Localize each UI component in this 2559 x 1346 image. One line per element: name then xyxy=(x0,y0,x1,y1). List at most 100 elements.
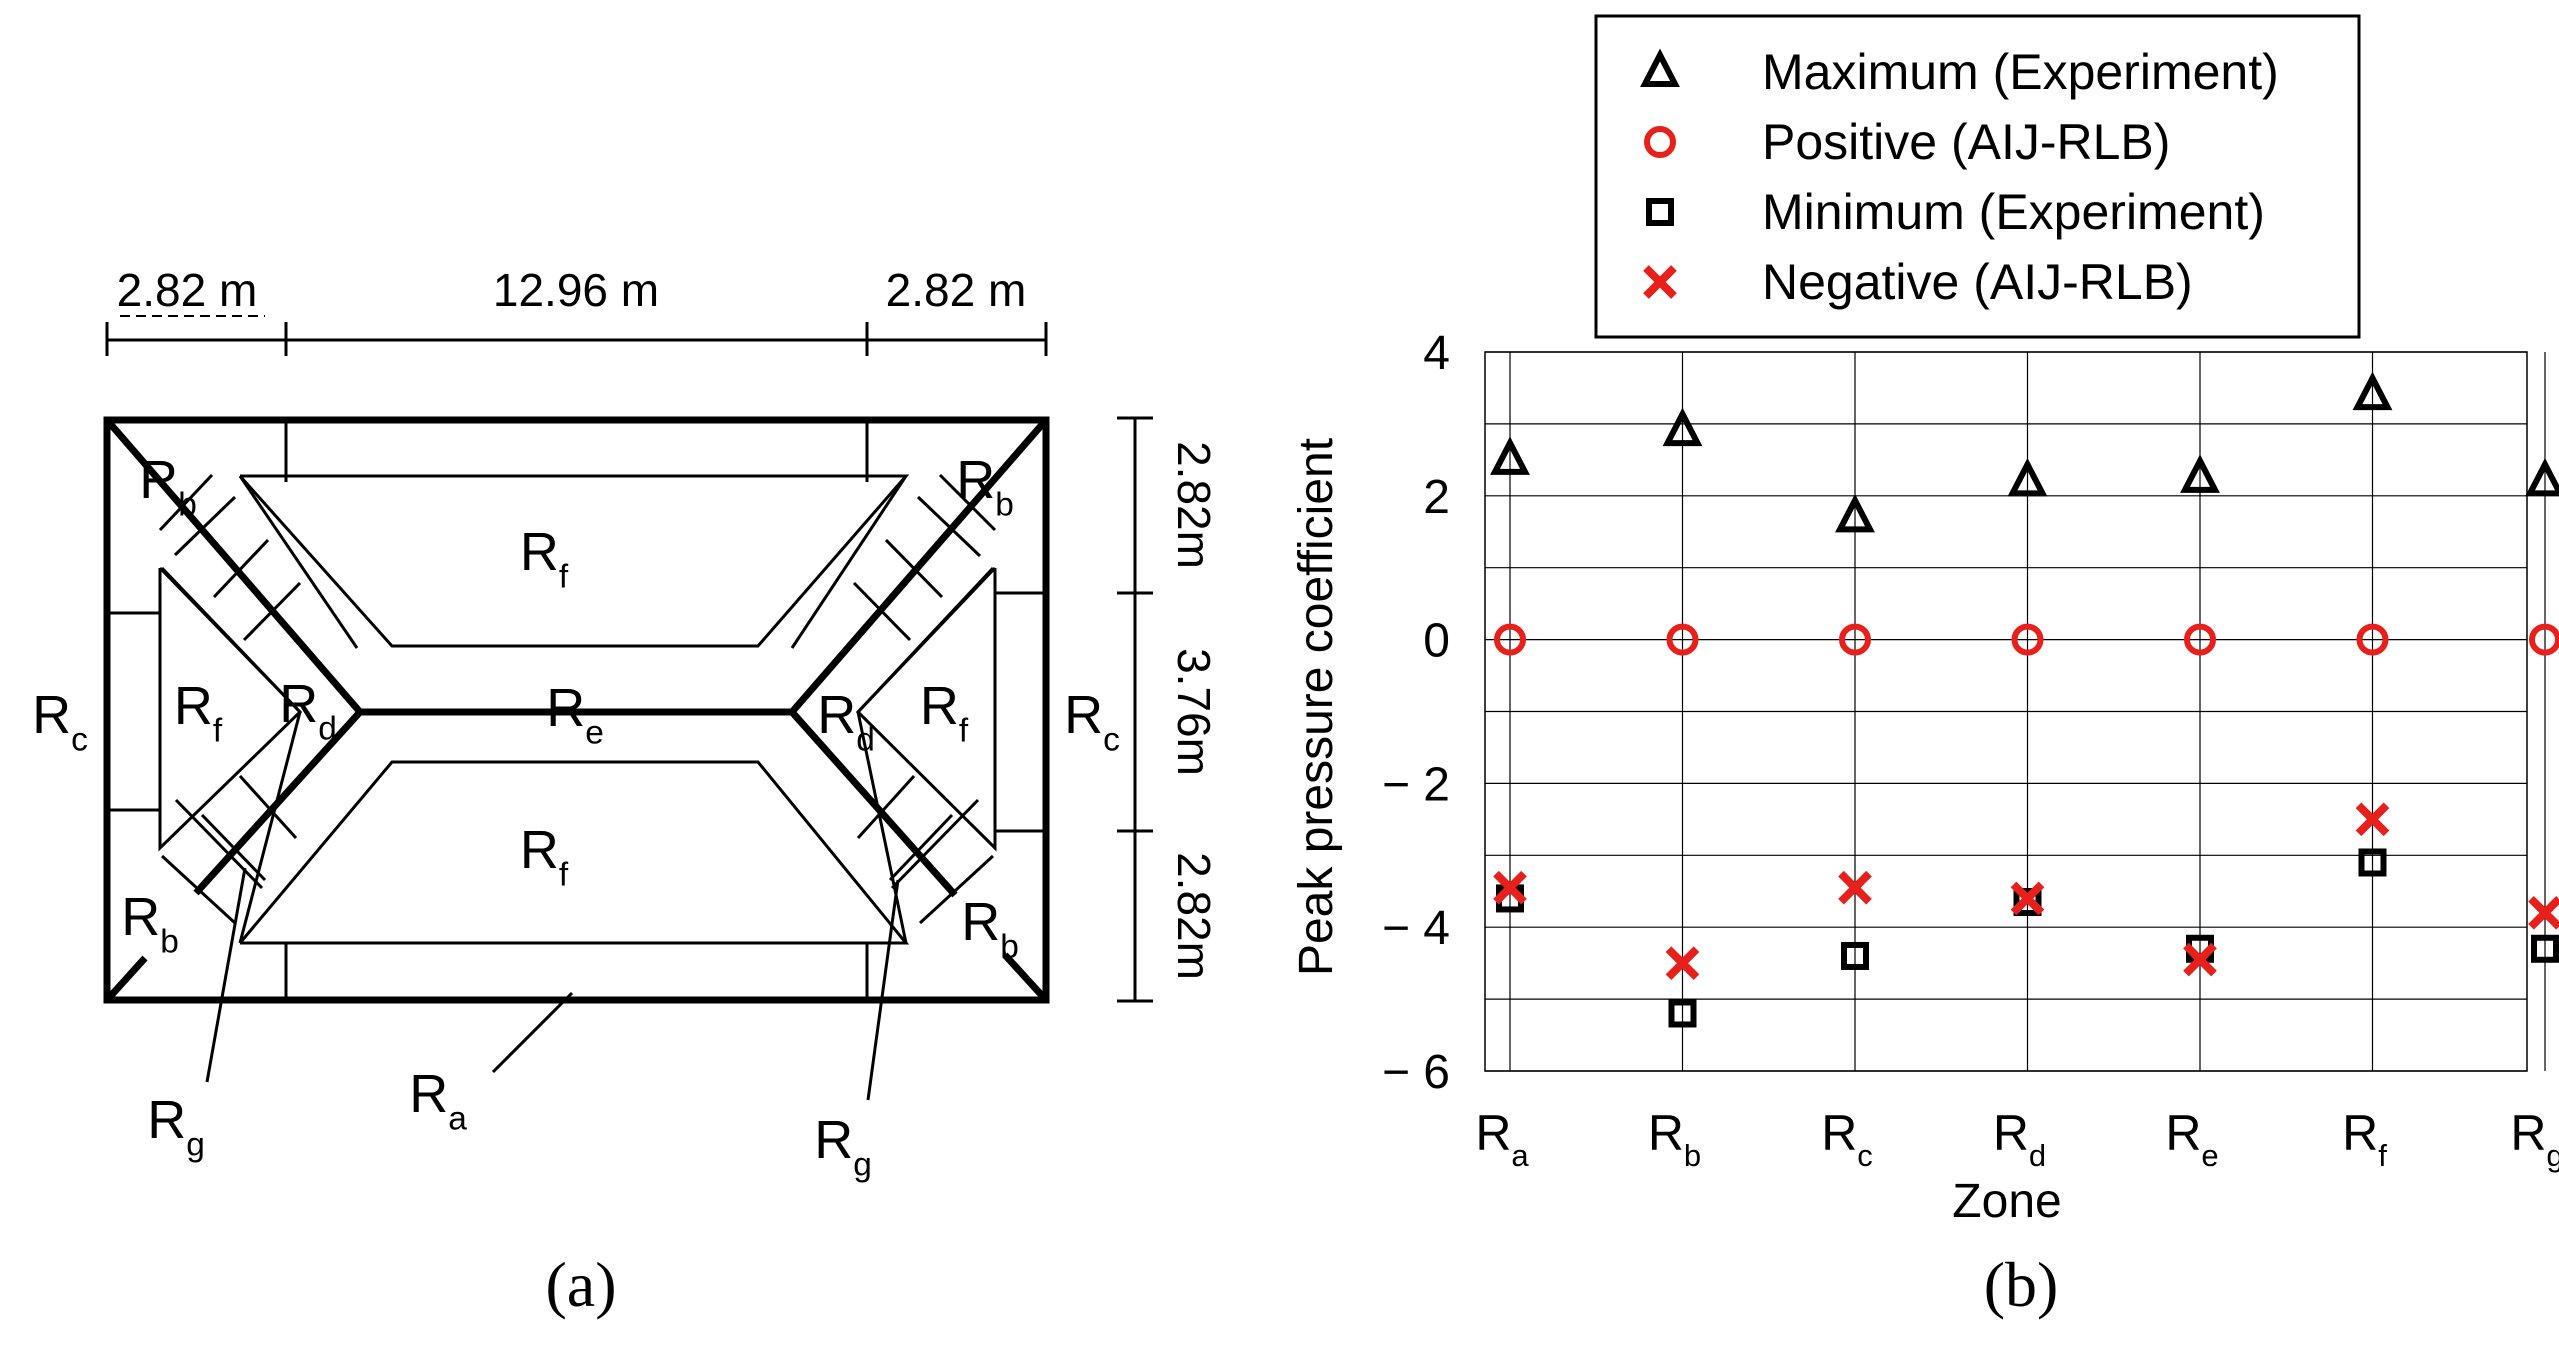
y-tick-label: − 2 xyxy=(1382,758,1450,811)
right-dimension-lines xyxy=(1117,416,1153,1003)
dim-right-label: 2.82m xyxy=(1168,852,1220,980)
y-tick-label: 2 xyxy=(1423,471,1450,524)
zone-label-rf-sub: f xyxy=(559,558,569,595)
x-tick-label-sub: d xyxy=(2029,1138,2046,1173)
zone-label-rg: Rg xyxy=(147,1090,205,1163)
x-tick-label-sub: b xyxy=(1684,1138,1701,1173)
point-cross-stroke xyxy=(1838,870,1872,905)
zone-label-rb: Rb xyxy=(121,887,179,960)
x-tick-label: Rd xyxy=(1993,1105,2046,1173)
zone-label-re-sub: e xyxy=(585,714,604,751)
point-cross xyxy=(2010,881,2045,916)
y-tick-label: − 6 xyxy=(1382,1046,1450,1099)
point-cross xyxy=(1493,870,1527,905)
zone-label-ra-sub: a xyxy=(448,1100,467,1137)
zone-label-rf-main: R xyxy=(520,522,559,582)
point-circle xyxy=(2356,623,2389,656)
zone-label-rd-sub: d xyxy=(318,710,337,747)
zone-label-rf: Rf xyxy=(520,522,569,595)
zone-label-rc: Rc xyxy=(32,685,88,758)
zone-label-rg-main: R xyxy=(814,1110,853,1170)
x-tick-label-main: R xyxy=(1993,1105,2029,1161)
chart-legend: Maximum (Experiment)Positive (AIJ-RLB)Mi… xyxy=(1594,14,2361,339)
y-tick-labels: 420− 2− 4− 6 xyxy=(1382,327,1450,1099)
x-tick-label-main: R xyxy=(2165,1105,2201,1161)
caption-b: (b) xyxy=(1984,1249,2059,1320)
y-axis-label: Peak pressure coefficient xyxy=(1290,438,1343,976)
zone-label-re-main: R xyxy=(546,678,585,738)
chart-grid xyxy=(1485,351,2546,1072)
x-tick-label-main: R xyxy=(2510,1105,2546,1161)
zone-label-rf-sub: f xyxy=(959,712,969,749)
point-circle xyxy=(2529,623,2559,656)
y-tick-label: − 4 xyxy=(1382,902,1450,955)
zone-label-rb: Rb xyxy=(956,450,1014,523)
roof-outline xyxy=(103,416,1050,1004)
point-circle xyxy=(2184,623,2216,656)
zone-label-rc-main: R xyxy=(1064,685,1103,745)
point-square xyxy=(2013,888,2042,917)
point-cross xyxy=(1838,870,1872,905)
zone-label-rg-sub: g xyxy=(186,1126,205,1163)
zone-label-rb-main: R xyxy=(961,892,1000,952)
y-tick-label: 4 xyxy=(1423,327,1450,380)
point-cross xyxy=(2528,895,2559,930)
zone-label-rf: Rf xyxy=(920,676,969,749)
zone-label-rb-sub: b xyxy=(995,486,1014,523)
zone-label-rc: Rc xyxy=(1064,685,1120,758)
point-triangle xyxy=(1835,493,1875,533)
x-tick-label: Ra xyxy=(1475,1105,1529,1173)
point-cross-stroke xyxy=(2528,895,2559,930)
dim-top-label: 2.82 m xyxy=(886,264,1027,316)
point-cross xyxy=(1665,946,1700,980)
zone-label-ra-main: R xyxy=(409,1064,448,1124)
zone-label-rc-sub: c xyxy=(71,721,88,758)
x-tick-label: Rc xyxy=(1821,1105,1873,1173)
zone-label-rc-sub: c xyxy=(1103,721,1120,758)
legend-label: Minimum (Experiment) xyxy=(1762,184,2265,240)
x-axis-label: Zone xyxy=(1952,1175,2061,1228)
point-triangle xyxy=(2352,371,2393,411)
zone-label-rf-main: R xyxy=(174,676,213,736)
x-tick-label-sub: f xyxy=(2378,1138,2387,1173)
point-square xyxy=(2358,848,2387,877)
x-tick-label-main: R xyxy=(1821,1105,1857,1161)
legend-marker-circle xyxy=(1644,126,1676,158)
x-tick-label: Rf xyxy=(2342,1105,2387,1173)
point-triangle xyxy=(2180,454,2220,493)
x-tick-label-sub: e xyxy=(2201,1138,2218,1173)
x-tick-label-main: R xyxy=(1475,1105,1511,1161)
dim-top-label: 12.96 m xyxy=(493,264,659,316)
x-tick-label-main: R xyxy=(1648,1105,1684,1161)
zone-label-rc-main: R xyxy=(32,685,71,745)
zone-label-rd: Rd xyxy=(279,674,337,747)
caption-a: (a) xyxy=(545,1249,616,1320)
zone-label-rd-main: R xyxy=(817,685,856,745)
zone-label-rg-main: R xyxy=(147,1090,186,1150)
point-circle xyxy=(2011,623,2044,656)
zone-label-rf-main: R xyxy=(920,676,959,736)
legend-marker-triangle xyxy=(1640,48,1680,87)
dim-right-label: 2.82m xyxy=(1168,441,1220,569)
x-tick-label-sub: g xyxy=(2546,1138,2559,1173)
point-square xyxy=(2531,934,2559,963)
point-circle xyxy=(1666,623,1699,656)
point-cross xyxy=(2355,802,2390,837)
zone-label-rd: Rd xyxy=(817,685,875,758)
zone-label-rf-sub: f xyxy=(559,856,569,893)
zone-label-rb-main: R xyxy=(139,450,178,510)
point-cross-stroke xyxy=(2355,802,2390,837)
leader-lines xyxy=(205,867,900,1101)
zone-label-rf-sub: f xyxy=(213,712,223,749)
dim-top-label: 2.82 m xyxy=(117,264,258,316)
zone-label-rb-main: R xyxy=(121,887,160,947)
x-tick-label: Re xyxy=(2165,1105,2218,1173)
top-dimension-lines xyxy=(105,315,1048,356)
zone-label-ra: Ra xyxy=(409,1064,467,1137)
zone-label-rf-main: R xyxy=(520,820,559,880)
point-circle xyxy=(1839,623,1871,656)
ridge-lines xyxy=(104,417,1049,1003)
zone-label-rf: Rf xyxy=(174,676,223,749)
